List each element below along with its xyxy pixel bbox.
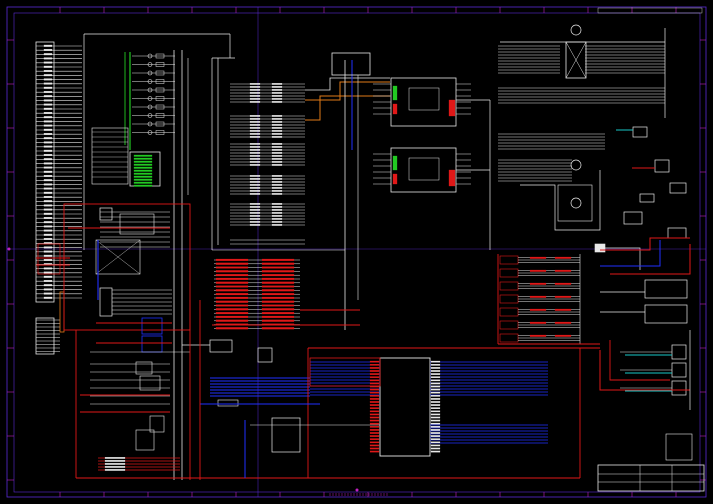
controller-module-lower [390, 147, 457, 193]
top-component-box [331, 52, 371, 76]
right-upper-bus [489, 24, 666, 250]
left-connector-block [35, 41, 82, 355]
right-terminal-strips [497, 243, 688, 345]
controller-module-upper [390, 77, 457, 127]
lower-left-assemblies [63, 203, 233, 480]
right-side-components [599, 126, 691, 410]
sheet-frame [6, 6, 707, 498]
main-ic-chip [379, 357, 431, 457]
relay-module-group [83, 33, 231, 480]
bottom-blue-bus [76, 347, 600, 479]
central-wire-bundle [211, 57, 490, 330]
title-block [597, 433, 705, 492]
